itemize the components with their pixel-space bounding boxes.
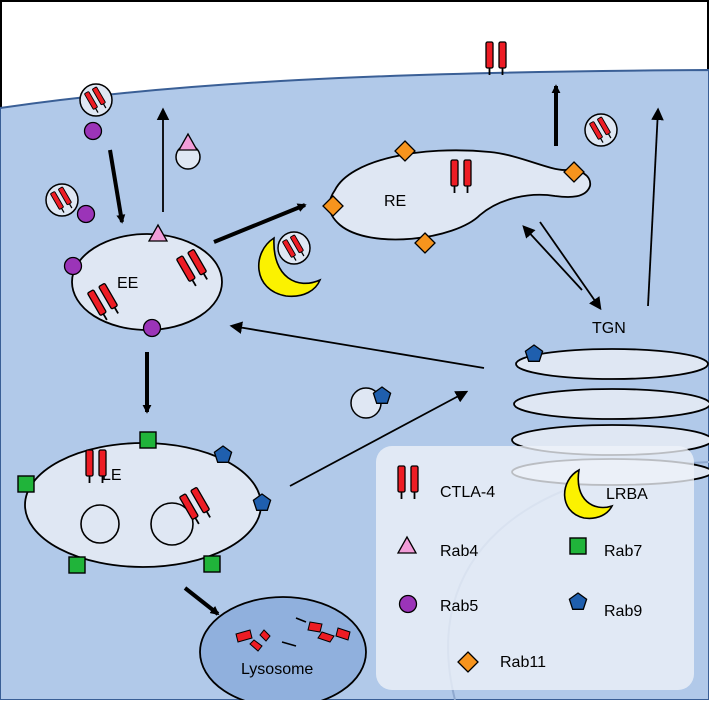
arrow-ee-to-re: [213, 203, 307, 244]
endocytic-vesicle: [80, 84, 112, 116]
degraded-ctla4-fragments: [235, 617, 351, 652]
arrow-tgn-to-membrane: [647, 107, 664, 307]
le-rab7-bottom-right: [203, 555, 221, 573]
le-intraluminal-vesicle-2: [150, 502, 194, 546]
ee-rab5-bottom: [142, 318, 162, 338]
le-intraluminal-vesicle-1: [80, 504, 120, 544]
lrba-vesicle: [278, 232, 310, 264]
le-label: LE: [102, 467, 122, 484]
le-rab7-bottom-left: [68, 556, 86, 574]
re-label: RE: [384, 193, 406, 210]
arrow-le-to-lysosome: [183, 586, 220, 616]
incoming-vesicle: [46, 184, 78, 216]
legend-lrba-icon: [563, 468, 614, 520]
legend-rab7-icon: [569, 537, 587, 555]
early-endosome: [71, 233, 223, 331]
arrow-to-ee: [108, 149, 126, 224]
ee-label: EE: [117, 275, 138, 292]
tgn-label: TGN: [592, 320, 626, 337]
ee-rab5-left: [63, 256, 83, 276]
arrow-tgn-to-ee: [229, 321, 485, 369]
legend-rab7-label: Rab7: [604, 543, 642, 560]
lrba-crescent: [258, 236, 322, 298]
legend-panel: [376, 446, 694, 690]
lysosome-label: Lysosome: [241, 661, 313, 678]
legend-rab5-icon: [398, 594, 418, 614]
incoming-vesicle-rab5: [76, 204, 96, 224]
arrow-re-to-tgn: [539, 221, 602, 311]
exocytic-vesicle: [585, 114, 617, 146]
recycling-endosome: [328, 149, 592, 241]
legend-lrba-label: LRBA: [606, 486, 648, 503]
legend-rab11-label: Rab11: [500, 654, 546, 671]
le-rab7-left: [17, 475, 35, 493]
legend-rab5-label: Rab5: [440, 598, 478, 615]
lysosome: [199, 596, 367, 705]
legend-ctla4-label: CTLA-4: [440, 484, 495, 501]
endocytic-vesicle-rab5: [83, 121, 103, 141]
legend-rab4-label: Rab4: [440, 543, 478, 560]
arrow-tgn-to-re: [522, 225, 583, 291]
arrow-le-to-tgn: [289, 390, 469, 487]
le-rab7-top: [139, 431, 157, 449]
legend-rab9-label: Rab9: [604, 603, 642, 620]
